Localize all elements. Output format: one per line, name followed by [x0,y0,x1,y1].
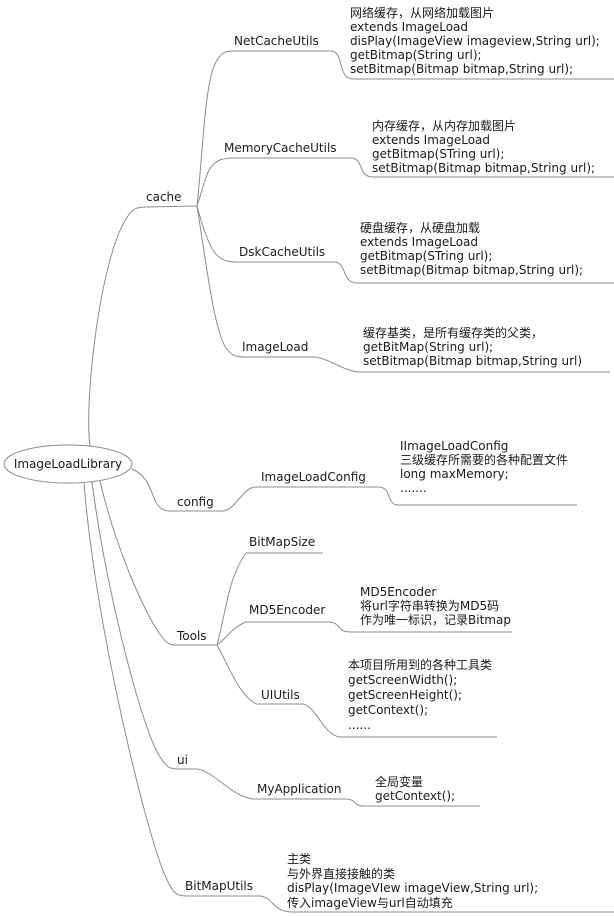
leaf-text-bitmaputils[interactable]: 主类 与外界直接接触的类 disPlay(ImageVIew imageView… [287,852,539,910]
leaf-text-netcacheutils[interactable]: 网络缓存，从网络加载图片 extends ImageLoad disPlay(I… [350,6,600,76]
node-label-imageload[interactable]: ImageLoad [242,340,309,354]
branch-label-bitmaputils[interactable]: BitMapUtils [185,879,254,893]
edge-tools-md5encoder [216,621,330,646]
node-label-dskcacheutils[interactable]: DskCacheUtils [239,245,326,259]
edge-tools-uiutils [216,644,303,705]
branch-label-cache[interactable]: cache [146,190,182,204]
edge-cache-dskcacheutils [196,205,335,263]
root-ellipse [3,444,133,484]
node-label-memorycacheutils[interactable]: MemoryCacheUtils [224,141,337,155]
edge-root-config [131,468,222,512]
node-label-md5encoder[interactable]: MD5Encoder [249,603,326,617]
edge-root-ui [91,481,197,770]
node-label-myapplication[interactable]: MyApplication [257,782,342,796]
edge-ui-myapplication [196,768,347,800]
edge-bitmaputils-detail [259,895,614,913]
edge-imageloadconfig-detail [379,486,577,506]
edge-cache-netcacheutils [196,50,332,207]
edge-uiutils-detail [302,703,497,738]
edge-cache-memorycacheutils [196,157,352,207]
edge-myapplication-detail [346,798,480,807]
root-node-label[interactable]: ImageLoadLibrary [13,457,123,471]
leaf-text-memorycacheutils[interactable]: 内存缓存，从内存加载图片 extends ImageLoad getBitmap… [372,119,596,175]
branch-label-tools[interactable]: Tools [177,629,207,643]
node-label-bitmapsize[interactable]: BitMapSize [249,535,316,549]
leaf-text-uiutils[interactable]: 本项目所用到的各种工具类 getScreenWidth(); getScreen… [348,658,493,732]
edge-memorycacheutils-detail [351,157,614,178]
node-label-uiutils[interactable]: UIUtils [261,688,300,702]
edge-dskcacheutils-detail [334,261,614,284]
edge-root-tools [99,480,217,646]
leaf-text-imageload[interactable]: 缓存基类，是所有缓存类的父类， getBitMap(String url); s… [363,326,583,368]
leaf-text-md5encoder[interactable]: MD5Encoder 将url字符串转换为MD5码 作为唯一标识，记录Bitma… [360,585,511,627]
leaf-text-myapplication[interactable]: 全局变量 getContext(); [375,775,456,803]
edge-root-bitmaputils [83,482,260,897]
edge-netcacheutils-detail [331,50,614,80]
edge-imageload-detail [314,356,610,373]
branch-label-ui[interactable]: ui [177,753,188,767]
edge-tools-bitmapsize [216,552,323,646]
node-label-imageloadconfig[interactable]: ImageLoadConfig [261,470,366,484]
node-label-netcacheutils[interactable]: NetCacheUtils [234,34,319,48]
leaf-text-dskcacheutils[interactable]: 硬盘缓存，从硬盘加载 extends ImageLoad getBitmap(S… [360,221,584,277]
edge-md5encoder-detail [329,621,512,633]
edge-root-cache [88,205,198,448]
edge-cache-imageload [196,205,315,358]
edge-config-imageloadconfig [221,486,380,512]
branch-label-config[interactable]: config [177,495,214,509]
leaf-text-imageloadconfig[interactable]: IImageLoadConfig 三级缓存所需要的各种配置文件 long max… [400,439,569,495]
